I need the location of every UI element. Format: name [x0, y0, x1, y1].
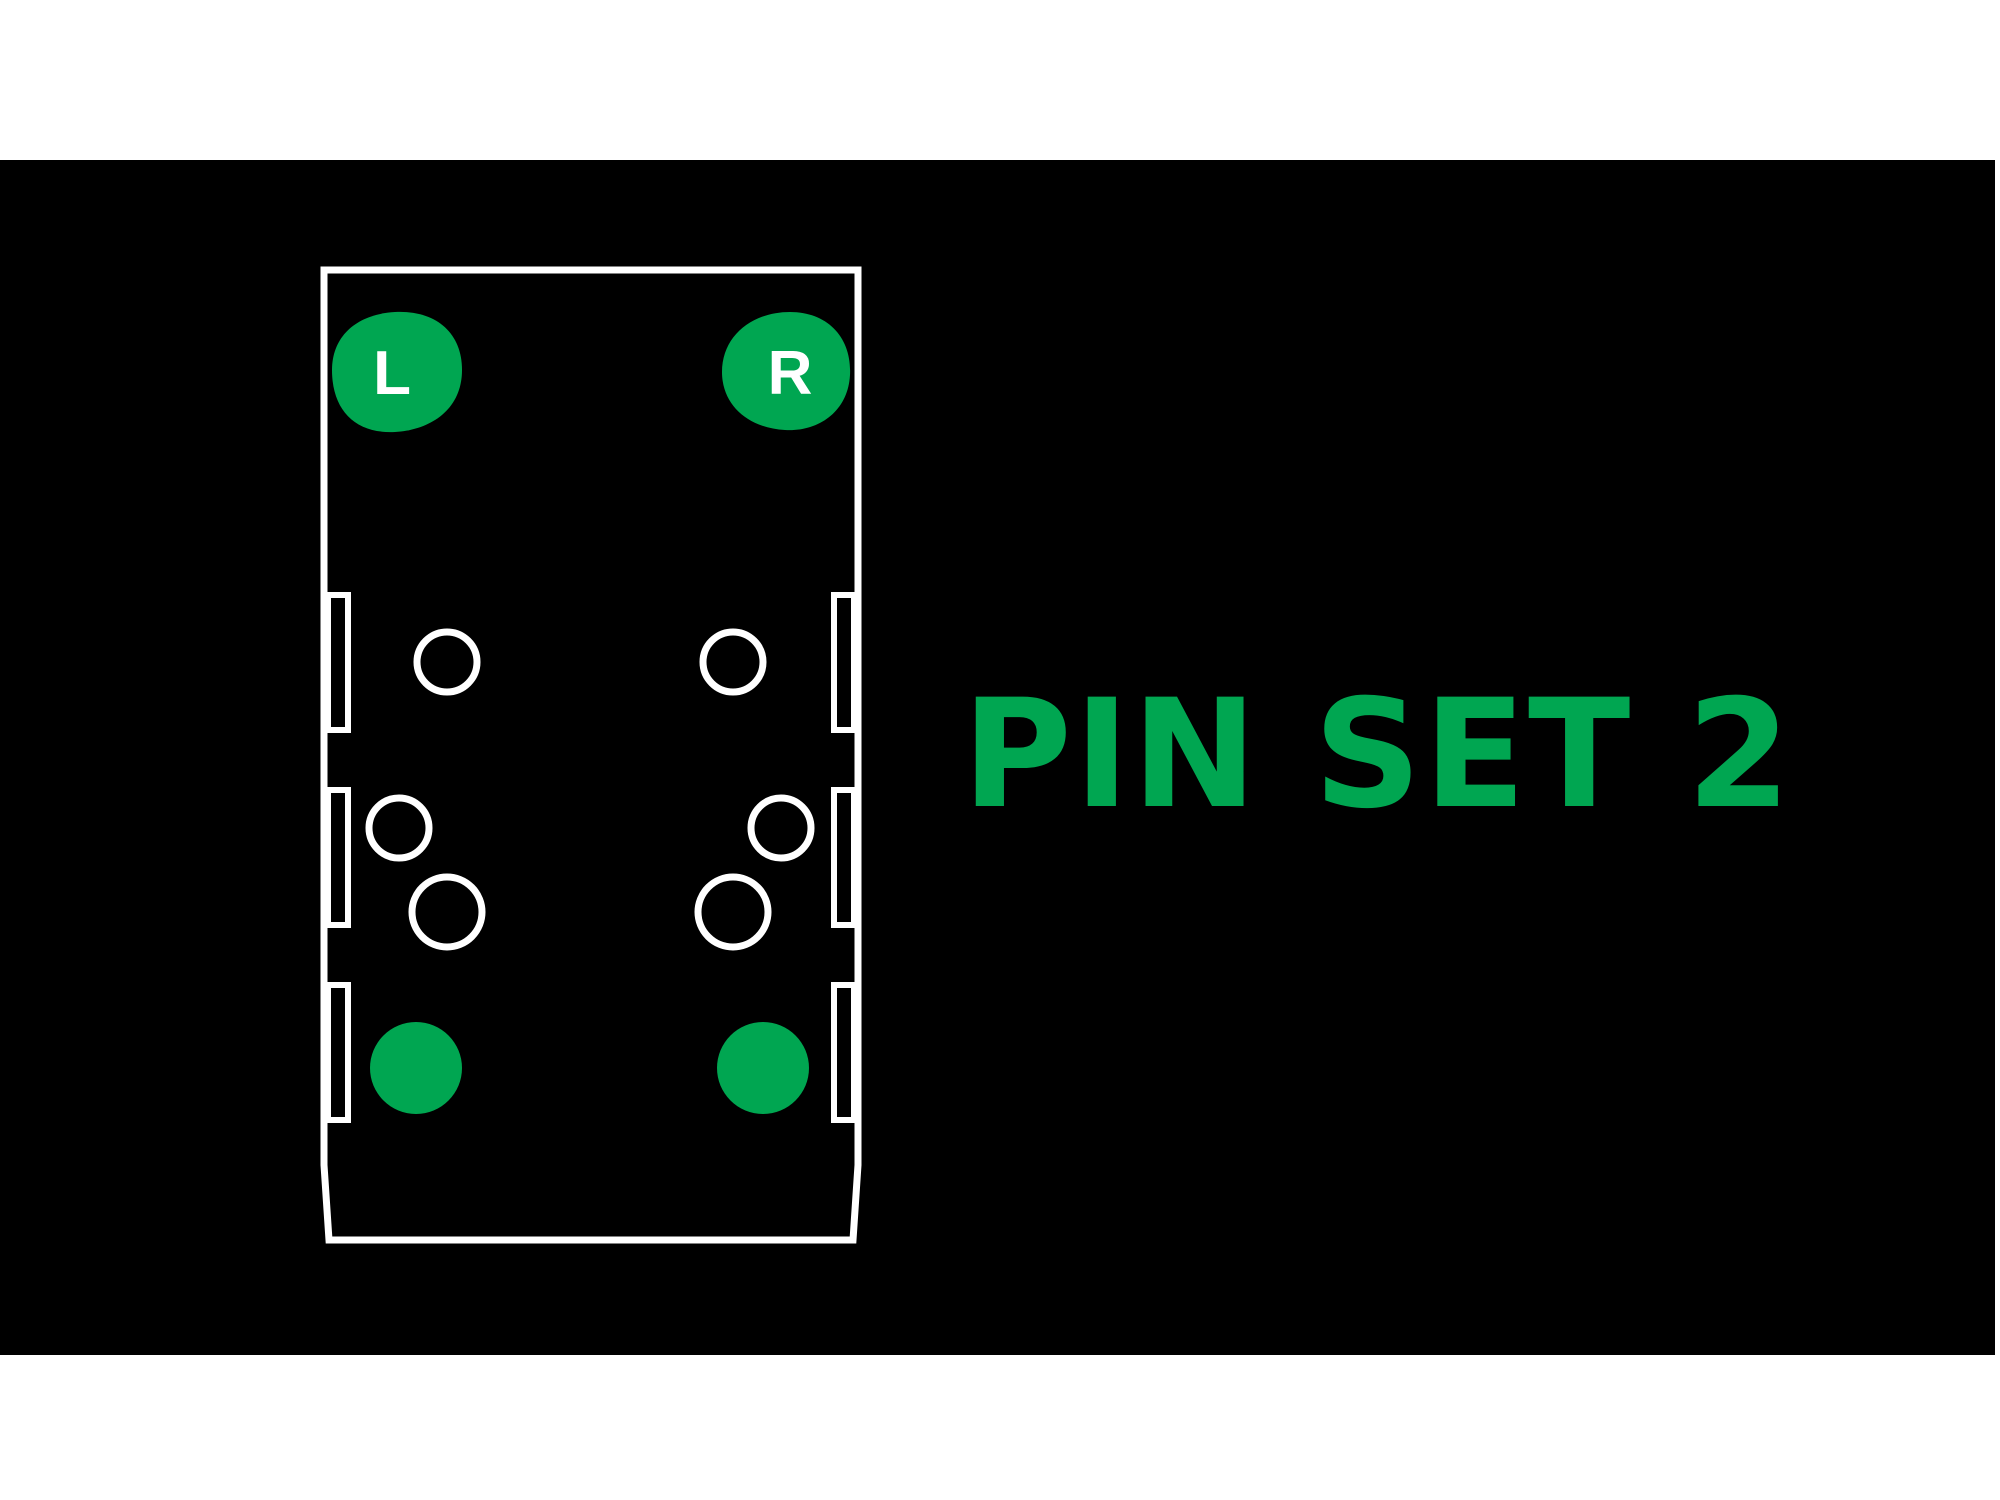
- pin-hole-upper-left: [413, 628, 481, 696]
- left-marker-blob: [332, 311, 462, 433]
- pin-hole-lower-right-inner: [694, 873, 772, 951]
- plate-outline: [320, 266, 862, 1244]
- left-notch-bottom: [325, 982, 351, 1123]
- diagram-panel: L R PIN SET 2: [0, 160, 1995, 1355]
- pin-hole-middle-left-outer: [365, 794, 433, 862]
- pin-set-title: PIN SET 2: [962, 668, 1793, 842]
- highlighted-pin-left: [370, 1022, 462, 1114]
- right-notch-middle: [831, 787, 857, 928]
- right-notch-bottom: [831, 982, 857, 1123]
- right-marker-blob: [722, 312, 851, 431]
- pin-hole-lower-left-inner: [408, 873, 486, 951]
- right-notch-top: [831, 592, 857, 733]
- left-notch-top: [325, 592, 351, 733]
- plate-diagram: L R: [320, 266, 862, 1244]
- right-marker-label: R: [768, 339, 813, 408]
- left-marker-label: L: [373, 339, 411, 408]
- pin-hole-middle-right-outer: [747, 794, 815, 862]
- pin-hole-upper-right: [699, 628, 767, 696]
- left-notch-middle: [325, 787, 351, 928]
- highlighted-pin-right: [717, 1022, 809, 1114]
